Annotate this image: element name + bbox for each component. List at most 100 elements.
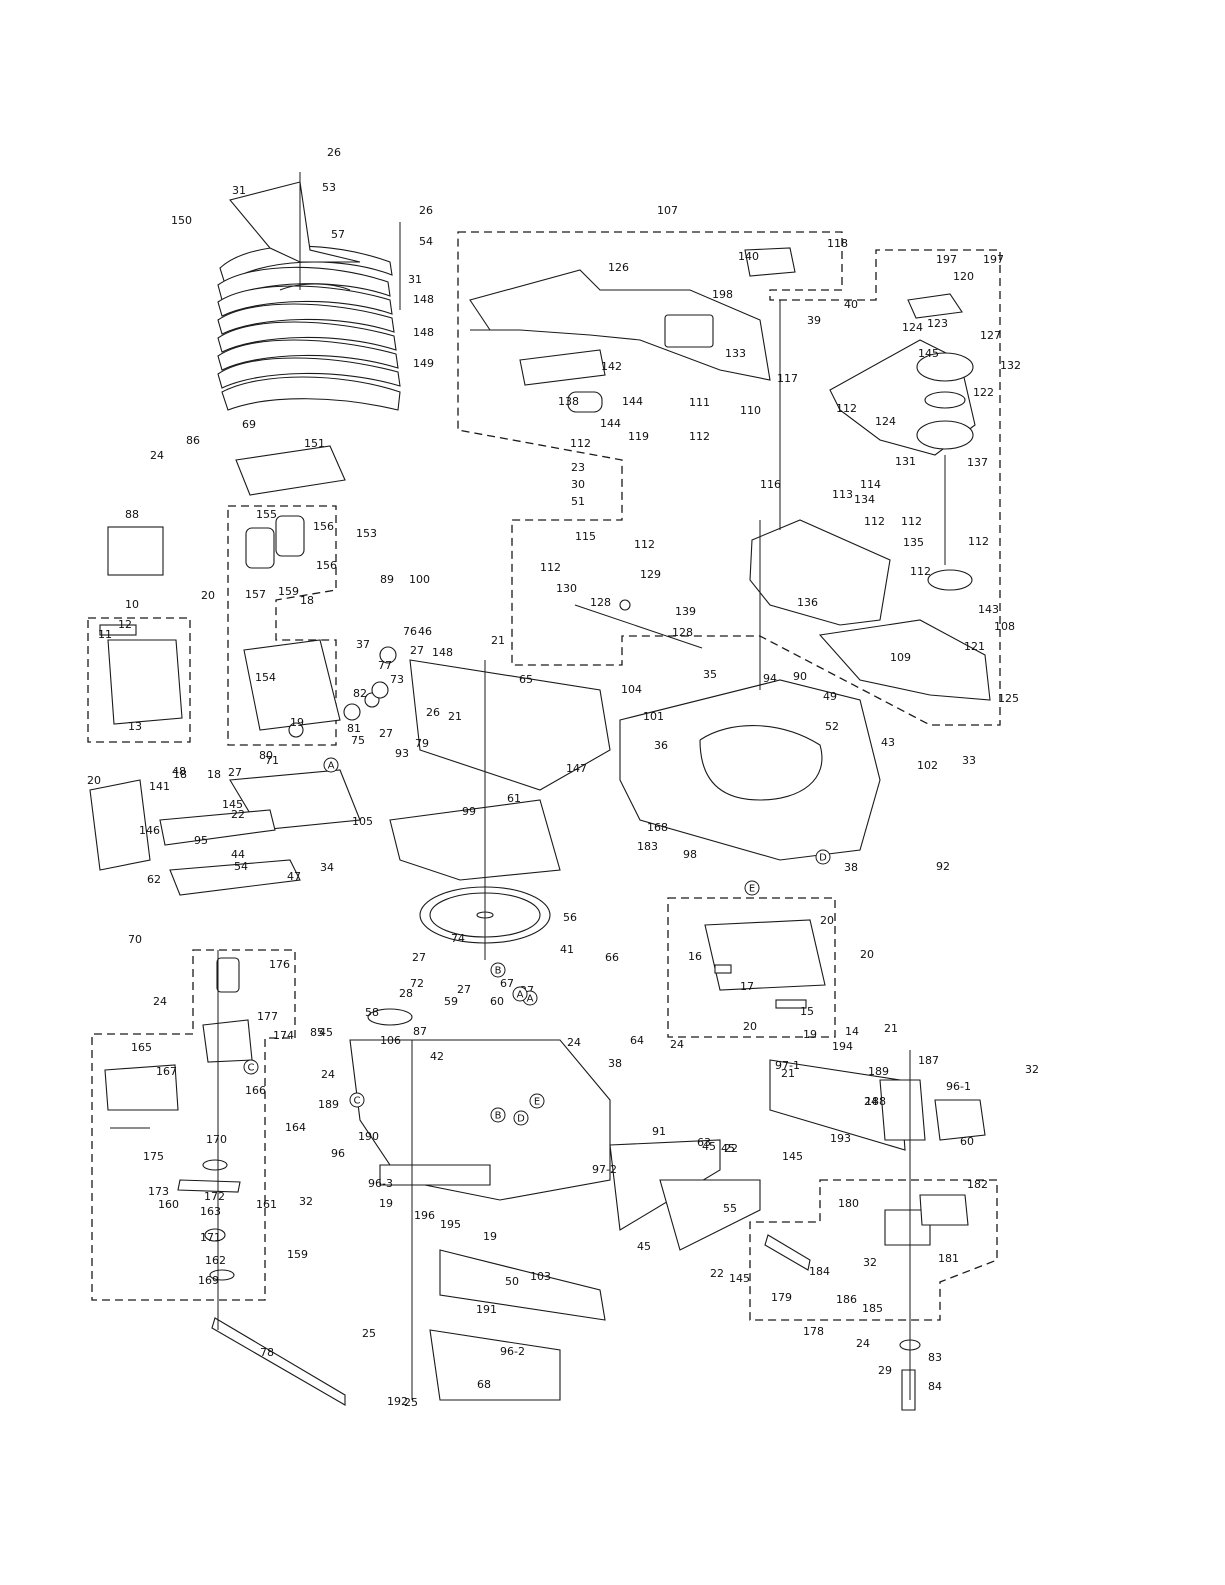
callout-label: 119: [628, 430, 649, 443]
callout-label: 18: [173, 768, 187, 781]
callout-label: 23: [571, 461, 585, 474]
callout-label: 32: [1025, 1063, 1039, 1076]
callout-label: 21: [491, 634, 505, 647]
callout-label: 120: [953, 270, 974, 283]
callout-label: 115: [575, 530, 596, 543]
pcb-board-10: [99, 526, 183, 725]
callout-label: 81: [347, 722, 361, 735]
reference-mark-c: C: [349, 1092, 365, 1108]
callout-label: 148: [432, 646, 453, 659]
callout-label: 171: [200, 1231, 221, 1244]
callout-label: 77: [378, 659, 392, 672]
callout-label: 114: [860, 478, 881, 491]
callout-label: 28: [399, 987, 413, 1000]
callout-label: 24: [670, 1038, 684, 1051]
callout-label: 98: [683, 848, 697, 861]
callout-label: 100: [409, 573, 430, 586]
callout-label: 47: [287, 870, 301, 883]
callout-label: 192: [387, 1395, 408, 1408]
callout-label: 124: [875, 415, 896, 428]
callout-label: 142: [601, 360, 622, 373]
group-boundary-151: [227, 505, 337, 746]
callout-label: 110: [740, 404, 761, 417]
callout-label: 96-2: [500, 1345, 525, 1358]
callout-label: 24: [856, 1337, 870, 1350]
callout-label: 19: [379, 1197, 393, 1210]
callout-label: 67: [500, 977, 514, 990]
callout-label: 18: [207, 768, 221, 781]
callout-label: 27: [228, 766, 242, 779]
callout-label: 40: [844, 298, 858, 311]
callout-label: 97-2: [592, 1163, 617, 1176]
callout-label: 62: [147, 873, 161, 886]
callout-label: 128: [590, 596, 611, 609]
callout-label: 105: [352, 815, 373, 828]
callout-label: 130: [556, 582, 577, 595]
svg-text:A: A: [328, 761, 335, 772]
callout-label: 43: [881, 736, 895, 749]
svg-text:E: E: [749, 884, 755, 895]
callout-label: 20: [87, 774, 101, 787]
svg-text:E: E: [534, 1097, 540, 1108]
callout-label: 146: [139, 824, 160, 837]
callout-label: 22: [710, 1267, 724, 1280]
callout-label: 129: [640, 568, 661, 581]
callout-label: 21: [884, 1022, 898, 1035]
reference-mark-e: E: [529, 1093, 545, 1109]
callout-label: 112: [540, 561, 561, 574]
callout-label: 111: [689, 396, 710, 409]
callout-label: 139: [675, 605, 696, 618]
callout-label: 123: [927, 317, 948, 330]
callout-label: 145: [222, 798, 243, 811]
callout-label: 183: [637, 840, 658, 853]
pcb-board-14: [704, 919, 826, 1009]
callout-label: 180: [838, 1197, 859, 1210]
callout-label: 173: [148, 1185, 169, 1198]
svg-text:C: C: [248, 1063, 255, 1074]
callout-label: 112: [836, 402, 857, 415]
callout-label: 116: [760, 478, 781, 491]
callout-label: 10: [125, 598, 139, 611]
callout-label: 159: [278, 585, 299, 598]
callout-label: 25: [362, 1327, 376, 1340]
callout-label: 46: [418, 625, 432, 638]
callout-label: 122: [973, 386, 994, 399]
pickup-assembly: [469, 247, 991, 701]
callout-label: 39: [807, 314, 821, 327]
callout-label: 179: [771, 1291, 792, 1304]
callout-label: 24: [150, 449, 164, 462]
callout-label: 157: [245, 588, 266, 601]
callout-label: 189: [868, 1065, 889, 1078]
callout-label: 141: [149, 780, 170, 793]
drive-motor-assembly: [104, 957, 346, 1406]
svg-text:C: C: [354, 1096, 361, 1107]
callout-label: 90: [793, 670, 807, 683]
callout-label: 103: [530, 1270, 551, 1283]
callout-label: 11: [98, 628, 112, 641]
callout-label: 24: [321, 1068, 335, 1081]
callout-label: 109: [890, 651, 911, 664]
callout-label: 197: [983, 253, 1004, 266]
callout-label: 80: [259, 749, 273, 762]
assembly-lines: [217, 172, 946, 1400]
callout-label: 149: [413, 357, 434, 370]
callout-label: 70: [128, 933, 142, 946]
callout-label: 20: [820, 914, 834, 927]
callout-label: 53: [322, 181, 336, 194]
reference-mark-a: A: [512, 986, 528, 1002]
callout-label: 88: [125, 508, 139, 521]
callout-label: 64: [630, 1034, 644, 1047]
callout-label: 145: [782, 1150, 803, 1163]
callout-label: 165: [131, 1041, 152, 1054]
callout-label: 63: [697, 1136, 711, 1149]
callout-label: 32: [299, 1195, 313, 1208]
callout-label: 21: [781, 1067, 795, 1080]
callout-label: 95: [194, 834, 208, 847]
reference-mark-d: D: [513, 1110, 529, 1126]
callout-label: 37: [356, 638, 370, 651]
callout-label: 126: [608, 261, 629, 274]
callout-label: 44: [231, 848, 245, 861]
callout-label: 184: [809, 1265, 830, 1278]
main-chassis: [389, 659, 881, 881]
